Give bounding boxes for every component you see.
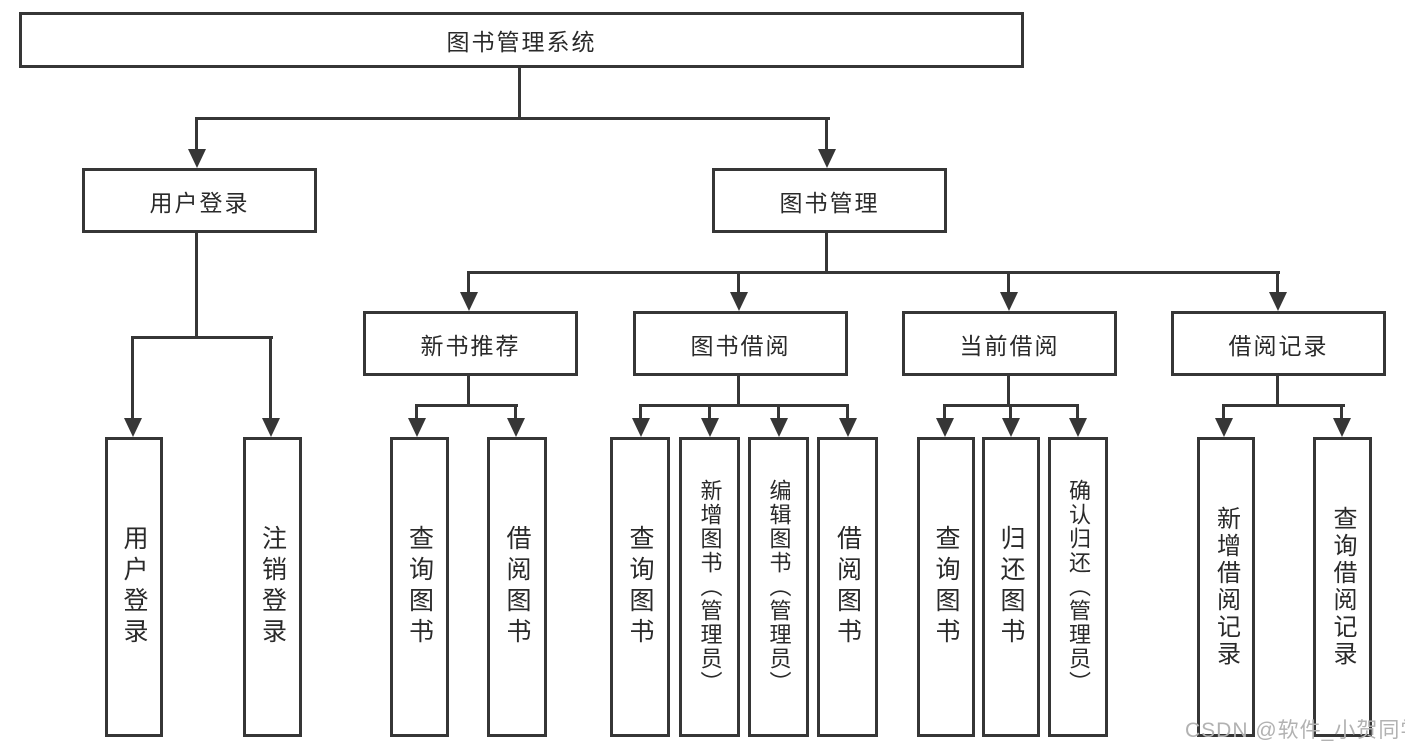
leaf-label: 借阅图书 bbox=[503, 525, 531, 649]
node-root-library-system: 图书管理系统 bbox=[19, 12, 1024, 68]
arrowhead bbox=[188, 149, 206, 168]
connector-line bbox=[415, 404, 418, 421]
connector-line bbox=[131, 336, 273, 339]
leaf-label: 查询图书 bbox=[405, 525, 434, 649]
leaf-logout: 注销登录 bbox=[243, 437, 302, 737]
arrowhead bbox=[1215, 418, 1233, 437]
connector-line bbox=[131, 336, 134, 421]
connector-line bbox=[737, 375, 740, 407]
connector-line bbox=[777, 404, 780, 421]
node-borrowing-records: 借阅记录 bbox=[1171, 311, 1386, 376]
connector-line bbox=[269, 336, 272, 421]
leaf-label: 用户登录 bbox=[120, 525, 148, 649]
connector-line bbox=[467, 271, 1280, 274]
connector-line bbox=[1340, 404, 1343, 421]
connector-line bbox=[846, 404, 849, 421]
leaf-search-borrow-record: 查询借阅记录 bbox=[1313, 437, 1372, 737]
leaf-label: 编辑图书（管理员） bbox=[766, 479, 792, 695]
leaf-label: 查询图书 bbox=[626, 525, 654, 649]
watermark: CSDN @软件_小贺同学 bbox=[1185, 719, 1405, 742]
leaf-search-books-recommend: 查询图书 bbox=[390, 437, 449, 737]
arrowhead bbox=[839, 418, 857, 437]
connector-line bbox=[825, 117, 828, 152]
arrowhead bbox=[701, 418, 719, 437]
connector-line bbox=[415, 404, 518, 407]
connector-line bbox=[1009, 404, 1012, 421]
node-user-login: 用户登录 bbox=[82, 168, 317, 233]
arrowhead bbox=[262, 418, 280, 437]
connector-line bbox=[1222, 404, 1225, 421]
arrowhead bbox=[632, 418, 650, 437]
connector-line bbox=[1076, 404, 1079, 421]
leaf-label: 借阅图书 bbox=[833, 525, 862, 649]
arrowhead bbox=[730, 292, 748, 311]
leaf-confirm-return-admin: 确认归还（管理员） bbox=[1048, 437, 1108, 737]
arrowhead bbox=[1002, 418, 1020, 437]
arrowhead bbox=[936, 418, 954, 437]
arrowhead bbox=[1269, 292, 1287, 311]
leaf-return-books: 归还图书 bbox=[982, 437, 1040, 737]
connector-line bbox=[467, 271, 470, 295]
connector-line bbox=[196, 117, 830, 120]
connector-line bbox=[195, 117, 198, 152]
connector-line bbox=[708, 404, 711, 421]
arrowhead bbox=[124, 418, 142, 437]
arrowhead bbox=[460, 292, 478, 311]
connector-line bbox=[639, 404, 642, 421]
leaf-label: 归还图书 bbox=[997, 525, 1025, 649]
arrowhead bbox=[770, 418, 788, 437]
connector-line bbox=[467, 375, 470, 407]
leaf-borrow-books-recommend: 借阅图书 bbox=[487, 437, 547, 737]
arrowhead bbox=[408, 418, 426, 437]
node-book-management: 图书管理 bbox=[712, 168, 947, 233]
arrowhead bbox=[1069, 418, 1087, 437]
leaf-label: 新增借阅记录 bbox=[1212, 506, 1240, 668]
arrowhead bbox=[1333, 418, 1351, 437]
connector-line bbox=[1276, 271, 1279, 295]
leaf-label: 确认归还（管理员） bbox=[1066, 479, 1091, 695]
leaf-user-login: 用户登录 bbox=[105, 437, 163, 737]
connector-line bbox=[737, 271, 740, 295]
leaf-add-borrow-record: 新增借阅记录 bbox=[1197, 437, 1255, 737]
arrowhead bbox=[1000, 292, 1018, 311]
arrowhead bbox=[507, 418, 525, 437]
connector-line bbox=[195, 232, 198, 338]
leaf-label: 查询图书 bbox=[932, 525, 960, 649]
node-new-book-recommendation: 新书推荐 bbox=[363, 311, 578, 376]
connector-line bbox=[943, 404, 946, 421]
leaf-label: 注销登录 bbox=[258, 525, 287, 649]
leaf-search-books-current: 查询图书 bbox=[917, 437, 975, 737]
connector-line bbox=[1276, 375, 1279, 407]
node-book-borrowing: 图书借阅 bbox=[633, 311, 848, 376]
leaf-add-books-admin: 新增图书（管理员） bbox=[679, 437, 740, 737]
connector-line bbox=[639, 404, 849, 407]
connector-line bbox=[1222, 404, 1345, 407]
connector-line bbox=[825, 232, 828, 274]
connector-line bbox=[1007, 375, 1010, 407]
leaf-edit-books-admin: 编辑图书（管理员） bbox=[748, 437, 809, 737]
arrowhead bbox=[818, 149, 836, 168]
leaf-search-books-borrowing: 查询图书 bbox=[610, 437, 670, 737]
connector-line bbox=[518, 67, 521, 119]
connector-line bbox=[514, 404, 517, 421]
leaf-borrow-books: 借阅图书 bbox=[817, 437, 878, 737]
node-current-borrowing: 当前借阅 bbox=[902, 311, 1117, 376]
leaf-label: 新增图书（管理员） bbox=[697, 479, 723, 695]
connector-line bbox=[1007, 271, 1010, 295]
leaf-label: 查询借阅记录 bbox=[1329, 506, 1356, 668]
